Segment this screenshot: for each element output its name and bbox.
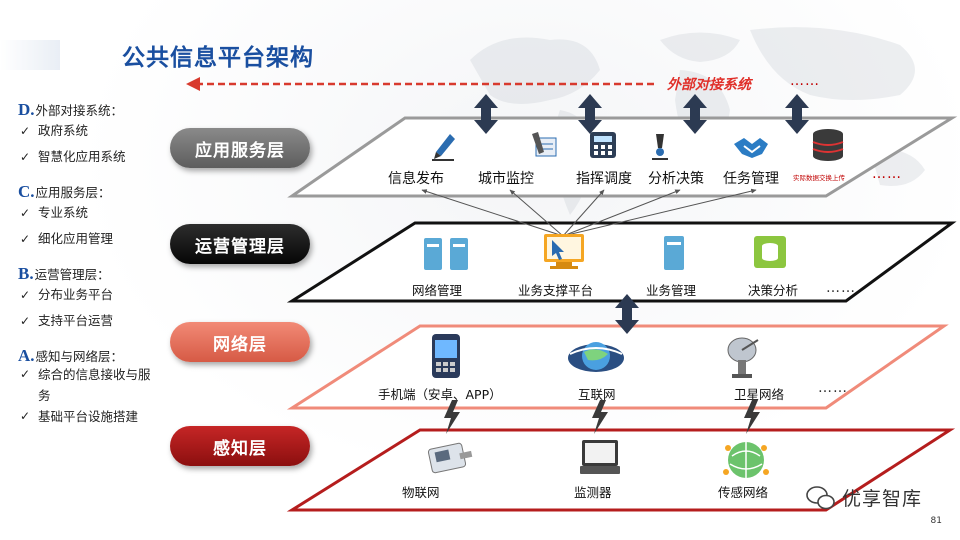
ops-module-label: 业务管理 — [646, 283, 697, 298]
check-icon: ✓ — [20, 288, 31, 302]
net-layer-dots: …… — [818, 380, 848, 396]
legend-letter: B. — [18, 264, 34, 283]
legend-item: 智慧化应用系统 — [38, 149, 126, 164]
lightning-icon — [744, 400, 760, 434]
legend-item: 支持平台运营 — [38, 313, 114, 328]
brand-logo: 优享智库 — [808, 484, 922, 511]
mobile-phone-icon — [432, 334, 460, 378]
legend-item: 政府系统 — [38, 123, 89, 138]
calculator-icon — [590, 132, 616, 158]
legend-section-c: C.应用服务层： ✓ 专业系统 ✓ 细化应用管理 — [18, 176, 178, 252]
legend-letter: D. — [18, 100, 35, 119]
database-box-icon — [754, 236, 786, 268]
sensor-globe-icon — [723, 442, 769, 478]
wechat-logo-icon — [806, 486, 835, 510]
monitor-icon — [580, 440, 620, 474]
check-icon: ✓ — [20, 232, 31, 246]
database-icon — [812, 129, 844, 161]
lightning-icon — [444, 400, 460, 434]
monitor-pen-icon — [532, 132, 557, 157]
check-icon: ✓ — [20, 367, 31, 381]
legend-title: 运营管理层： — [34, 267, 110, 282]
pen-tool-icon — [652, 134, 668, 160]
app-module-label: 城市监控 — [478, 171, 534, 187]
legend-title: 应用服务层： — [35, 185, 111, 200]
external-system-dots: …… — [790, 73, 820, 89]
layer-pill-sense: 感知层 — [170, 426, 310, 466]
app-module-label: 指挥调度 — [576, 171, 632, 187]
page-number: 81 — [930, 516, 942, 526]
servers-icon — [424, 238, 468, 270]
legend-title: 感知与网络层： — [35, 349, 124, 364]
external-system-arrow — [186, 77, 655, 91]
app-layer-dots: …… — [872, 166, 902, 182]
net-module-label: 卫星网络 — [734, 387, 785, 402]
sense-module-label: 监测器 — [574, 485, 612, 500]
iot-device-icon — [427, 442, 473, 474]
title-accent-bar — [0, 40, 60, 70]
check-icon: ✓ — [20, 150, 31, 164]
ops-module-label: 业务支撑平台 — [518, 283, 594, 298]
lightning-icon — [592, 400, 608, 434]
server-icon — [664, 236, 684, 270]
logo-text: 优享智库 — [842, 488, 923, 510]
check-icon: ✓ — [20, 206, 31, 220]
satellite-dish-icon — [727, 337, 759, 378]
sense-module-label: 物联网 — [402, 485, 440, 500]
computer-cursor-icon — [544, 234, 584, 269]
lightning-bolts — [444, 400, 760, 434]
legend-letter: C. — [18, 182, 35, 201]
app-module-label: 任务管理 — [723, 171, 779, 187]
external-app-arrows — [474, 94, 809, 334]
sense-module-label: 传感网络 — [718, 485, 769, 500]
layer-pill-app: 应用服务层 — [170, 128, 310, 168]
slide-title: 公共信息平台架构 — [122, 45, 314, 71]
external-system-label: 外部对接系统 — [667, 77, 751, 93]
legend-item: 基础平台设施搭建 — [38, 409, 139, 424]
legend-item: 务 — [38, 388, 51, 403]
layer-pill-net: 网络层 — [170, 322, 310, 362]
legend-letter: A. — [18, 346, 35, 365]
legend-item: 专业系统 — [38, 205, 89, 220]
ops-layer-dots: …… — [826, 280, 856, 296]
check-icon: ✓ — [20, 314, 31, 328]
legend-item: 分布业务平台 — [38, 287, 114, 302]
app-module-label: 信息发布 — [388, 171, 444, 187]
layer-pill-ops: 运营管理层 — [170, 224, 310, 264]
net-module-label: 手机端（安卓、APP） — [378, 387, 502, 402]
app-layer-plane — [287, 116, 958, 198]
legend-item: 综合的信息接收与服 — [38, 367, 151, 382]
legend-section-a: A.感知与网络层： ✓ 综合的信息接收与服 务 ✓ 基础平台设施搭建 — [18, 340, 178, 427]
handshake-icon — [734, 138, 768, 158]
legend-section-b: B.运营管理层： ✓ 分布业务平台 ✓ 支持平台运营 — [18, 258, 178, 334]
net-module-label: 互联网 — [578, 387, 616, 402]
check-icon: ✓ — [20, 409, 31, 423]
data-upload-label: 实际数据交换上传 — [793, 174, 845, 182]
legend-title: 外部对接系统： — [35, 103, 124, 118]
ops-module-label: 网络管理 — [412, 283, 463, 298]
internet-globe-icon — [568, 342, 624, 372]
ops-module-label: 决策分析 — [748, 283, 799, 298]
app-module-label: 分析决策 — [648, 171, 704, 187]
legend-section-d: D.外部对接系统： ✓ 政府系统 ✓ 智慧化应用系统 — [18, 94, 178, 170]
check-icon: ✓ — [20, 124, 31, 138]
pen-icon — [432, 134, 455, 161]
legend-item: 细化应用管理 — [38, 231, 114, 246]
left-legend-panel: D.外部对接系统： ✓ 政府系统 ✓ 智慧化应用系统 C.应用服务层： ✓ 专业系统 … — [18, 94, 178, 433]
support-connections — [421, 188, 757, 237]
